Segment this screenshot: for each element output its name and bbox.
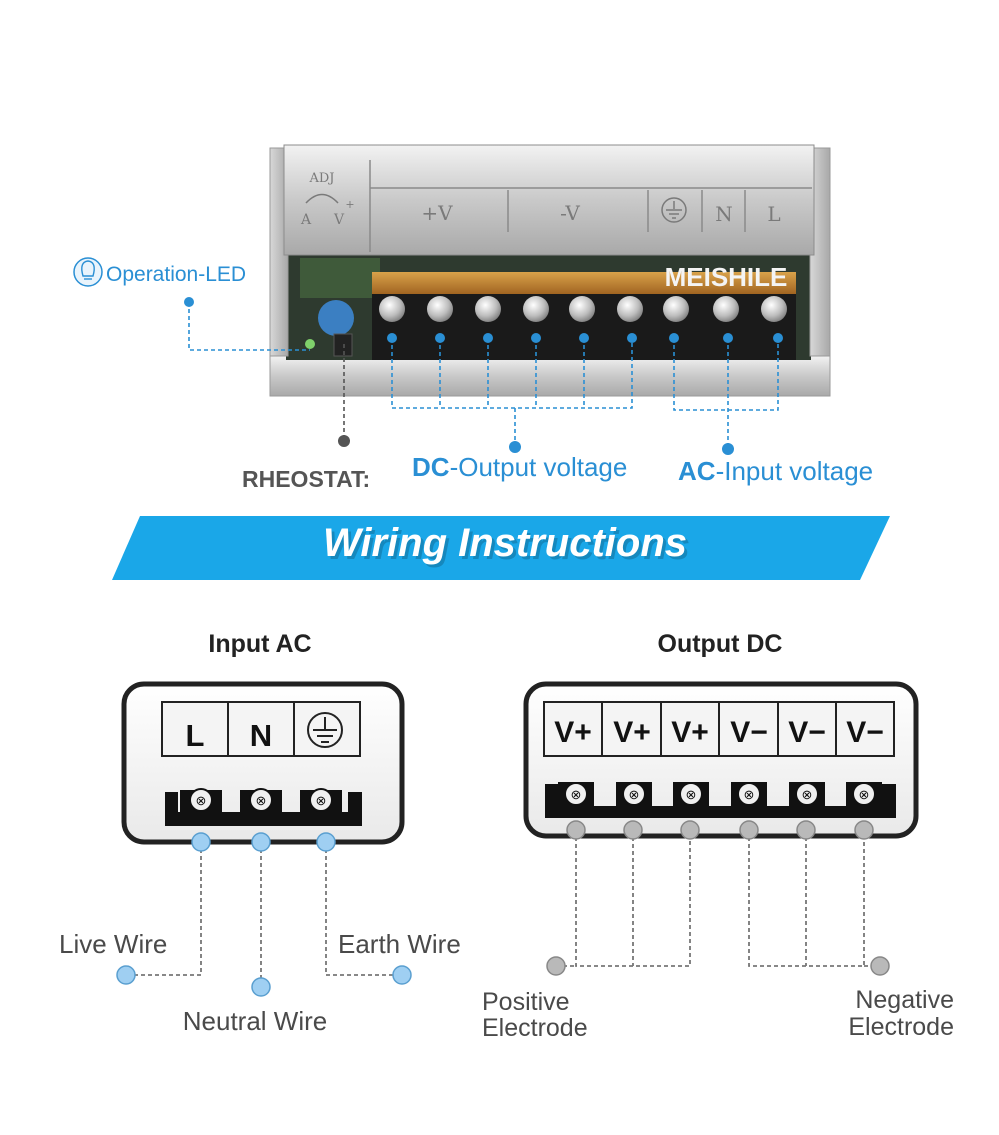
screw — [761, 296, 787, 322]
input-ac-screws: ⊗ ⊗ ⊗ — [180, 788, 342, 812]
screw-icon — [249, 788, 273, 812]
output-dc-title: Output DC — [658, 630, 783, 658]
ac-prefix: AC — [678, 456, 716, 486]
screw — [523, 296, 549, 322]
earth-wire-label: Earth Wire — [338, 929, 461, 959]
terminal-vminus-label: V− — [788, 716, 826, 749]
screw — [475, 296, 501, 322]
copper-strip — [372, 272, 796, 296]
ac-dot — [722, 443, 734, 455]
banner — [112, 516, 890, 580]
led-dot — [184, 297, 194, 307]
screw-icon — [852, 782, 876, 806]
panel-l-label: L — [767, 202, 780, 226]
ac-rest: -Input voltage — [716, 456, 874, 486]
screw — [713, 296, 739, 322]
device-screws — [379, 296, 787, 322]
panel-ground-icon — [661, 197, 687, 223]
panel-vplus-label: +V — [421, 201, 453, 225]
svg-text:⊗: ⊗ — [256, 793, 267, 808]
panel-n-label: N — [715, 202, 733, 226]
screw-icon — [737, 782, 761, 806]
dc-output-label: DC-Output voltage — [412, 452, 627, 482]
screw — [427, 296, 453, 322]
output-dc-screws: ⊗ ⊗ ⊗ ⊗ ⊗ ⊗ — [558, 782, 882, 806]
callout-lines — [188, 302, 779, 448]
output-dc-dots — [546, 820, 890, 976]
panel-vminus-label: -V — [560, 201, 580, 225]
input-ac-terminal-base — [165, 792, 362, 826]
svg-text:⊗: ⊗ — [859, 787, 870, 802]
input-ac-terminal-labels: L N — [161, 701, 361, 757]
adj-a-label: A — [300, 212, 312, 228]
negative-electrode-line2: Electrode — [848, 1013, 954, 1041]
terminal-l-label: L — [186, 718, 205, 753]
callout-dots — [184, 297, 783, 455]
screw-icon — [679, 782, 703, 806]
terminal-vminus-label: V− — [846, 716, 884, 749]
dc-prefix: DC — [412, 452, 450, 482]
terminal-vminus-label: V− — [730, 716, 768, 749]
lightbulb-icon — [73, 257, 103, 287]
screw-icon — [189, 788, 213, 812]
terminal-vplus-label: V+ — [554, 716, 592, 749]
rheostat-dot — [338, 435, 350, 447]
input-ac-wires — [126, 842, 402, 986]
svg-text:⊗: ⊗ — [196, 793, 207, 808]
terminal-vplus-label: V+ — [613, 716, 651, 749]
led-callout-line — [188, 302, 310, 351]
svg-text:⊗: ⊗ — [802, 787, 813, 802]
banner-title: Wiring Instructions — [323, 521, 687, 565]
svg-text:⊗: ⊗ — [744, 787, 755, 802]
svg-text:⊗: ⊗ — [316, 793, 327, 808]
base-plate — [269, 355, 831, 397]
positive-electrode-line1: Positive — [482, 988, 570, 1016]
output-dc-terminal-labels: V+ V+ V+ V− V− V− — [543, 701, 895, 757]
neutral-wire-label: Neutral Wire — [183, 1006, 327, 1036]
top-cover — [283, 144, 815, 256]
adj-label: ADJ — [308, 171, 334, 186]
live-wire-label: Live Wire — [59, 929, 167, 959]
screw — [379, 296, 405, 322]
dc-callout-bus — [391, 338, 633, 409]
dc-rest: -Output voltage — [450, 452, 628, 482]
earth-ground-icon — [307, 712, 343, 748]
positive-electrode-line2: Electrode — [482, 1014, 588, 1042]
screw-icon — [309, 788, 333, 812]
brand-label: MEISHILE — [665, 262, 788, 292]
ac-callout-bus — [673, 338, 779, 411]
screw — [569, 296, 595, 322]
pcb-area — [300, 258, 380, 298]
banner-title-shadow: Wiring Instructions — [326, 524, 690, 568]
adj-arrow-icon — [305, 193, 339, 204]
operation-led-label: Operation-LED — [106, 263, 246, 286]
negative-electrode-line1: Negative — [855, 986, 954, 1014]
output-dc-terminal-base — [545, 784, 896, 818]
screw — [617, 296, 643, 322]
rheostat-knob — [333, 333, 353, 357]
svg-text:⊗: ⊗ — [686, 787, 697, 802]
led-component — [305, 339, 315, 349]
dc-dot — [509, 441, 521, 453]
output-dc-wires — [556, 830, 880, 967]
input-ac-title: Input AC — [208, 630, 311, 658]
screw-icon — [795, 782, 819, 806]
terminal-vplus-label: V+ — [671, 716, 709, 749]
adj-v-label: V — [333, 212, 345, 228]
svg-text:⊗: ⊗ — [571, 787, 582, 802]
terminal-n-label: N — [250, 718, 272, 753]
capacitor — [318, 300, 354, 336]
power-supply-illustration: ADJ A V + +V -V N L — [269, 144, 831, 397]
svg-text:⊗: ⊗ — [629, 787, 640, 802]
ac-input-label: AC-Input voltage — [678, 456, 873, 486]
screw-icon — [564, 782, 588, 806]
rheostat-label: RHEOSTAT: — [242, 466, 370, 492]
adj-plus-label: + — [345, 198, 354, 211]
input-ac-dots — [116, 832, 412, 997]
screw-icon — [622, 782, 646, 806]
screw — [663, 296, 689, 322]
